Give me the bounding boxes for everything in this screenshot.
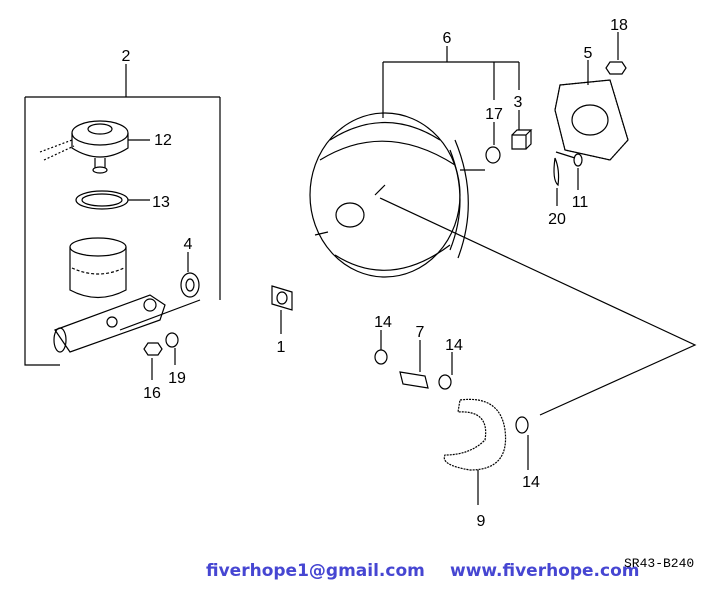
- clamp-14b: [438, 352, 453, 390]
- master-cylinder: [53, 237, 201, 353]
- nut-17: [485, 122, 501, 164]
- callout-13: 13: [152, 194, 170, 211]
- gasket-plate-5: [554, 60, 629, 161]
- bracket-2: [24, 64, 221, 366]
- callout-1: 1: [277, 339, 286, 356]
- callout-5: 5: [584, 45, 593, 62]
- check-valve-7: [399, 340, 429, 389]
- clamp-14c: [515, 416, 529, 470]
- callout-11: 11: [572, 194, 589, 211]
- gasket-1: [271, 285, 293, 334]
- callout-16: 16: [143, 385, 161, 402]
- callout-2: 2: [122, 48, 131, 65]
- bracket-6: [382, 46, 520, 118]
- clip-20: [553, 157, 560, 206]
- pin-11: [555, 151, 583, 190]
- callout-17: 17: [485, 106, 503, 123]
- diagram-code: SR43-B240: [624, 556, 695, 571]
- callout-14: 14: [522, 474, 540, 491]
- callout-20: 20: [548, 211, 566, 228]
- callout-18: 18: [610, 17, 628, 34]
- callout-7: 7: [416, 324, 425, 341]
- footer-website: www.fiverhope.com: [450, 561, 640, 581]
- brake-booster: [309, 112, 485, 278]
- callout-3: 3: [514, 94, 523, 111]
- washer-19: [165, 332, 179, 365]
- leader-line: [379, 197, 697, 416]
- nut-16: [143, 342, 163, 380]
- seal-ring: [75, 190, 150, 210]
- callout-12: 12: [154, 132, 172, 149]
- grommet-4: [180, 252, 200, 298]
- clamp-14a: [374, 330, 388, 365]
- vacuum-hose-9: [443, 398, 507, 505]
- callout-14: 14: [374, 314, 392, 331]
- reservoir-cap: [39, 120, 150, 174]
- nut-18: [605, 32, 627, 75]
- joint-3: [511, 110, 533, 150]
- footer-email: fiverhope1@gmail.com: [206, 561, 425, 581]
- callout-19: 19: [168, 370, 186, 387]
- callout-9: 9: [477, 513, 486, 530]
- callout-4: 4: [184, 236, 193, 253]
- callout-14: 14: [445, 337, 463, 354]
- callout-6: 6: [443, 30, 452, 47]
